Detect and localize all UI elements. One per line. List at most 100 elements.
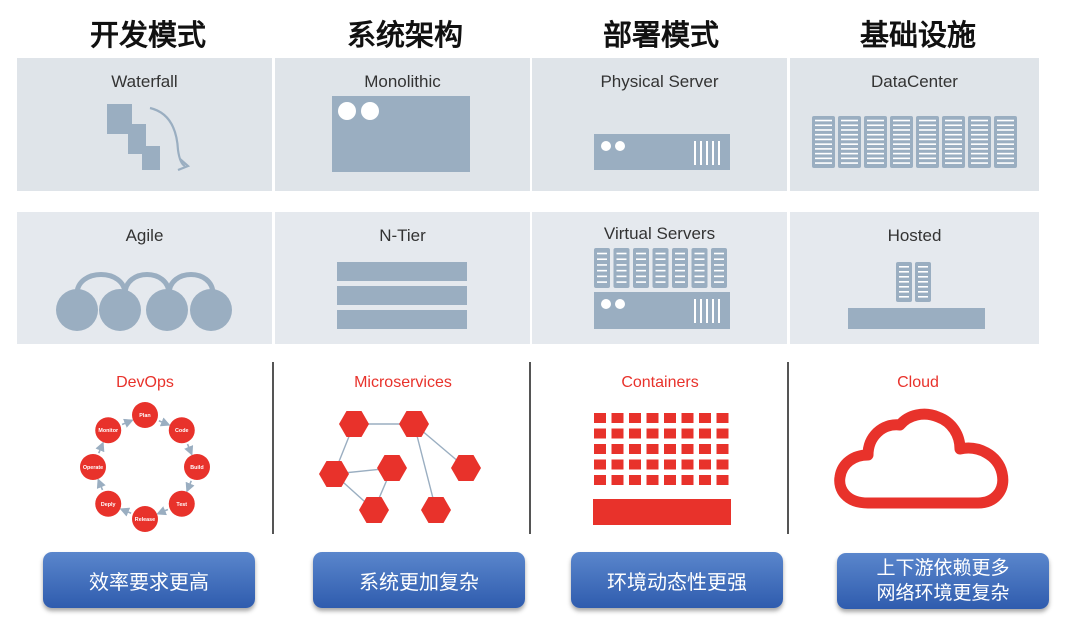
summary-button-efficiency[interactable]: 效率要求更高 (43, 552, 255, 608)
cycle-step-label: Operate (83, 465, 103, 471)
summary-line: 环境动态性更强 (607, 569, 747, 594)
container-block (629, 459, 641, 470)
summary-line: 系统更加复杂 (359, 569, 479, 594)
container-block (594, 413, 606, 423)
header-infrastructure: 基础设施 (859, 18, 976, 52)
cycle-arrow (121, 418, 134, 428)
rack-unit (812, 116, 835, 168)
container-block (646, 428, 659, 439)
header-system-architecture: 系统架构 (346, 18, 463, 52)
cycle-arrow (184, 443, 194, 456)
layered-tiers-icon (337, 262, 467, 329)
cycle-arrow (156, 506, 169, 516)
container-grid-icon (593, 413, 731, 525)
container-block (646, 459, 659, 470)
rack-unit (864, 116, 887, 168)
summary-line: 效率要求更高 (89, 569, 209, 594)
cycle-node (95, 417, 122, 444)
container-block (681, 444, 694, 454)
cloud-outline-icon (834, 408, 1009, 509)
container-block (629, 428, 641, 439)
label-agile: Agile (125, 226, 164, 245)
container-block (664, 459, 676, 470)
cycle-step-label: Plan (139, 413, 150, 419)
summary-button-dependencies[interactable]: 上下游依赖更多 网络环境更复杂 (837, 553, 1049, 609)
rack-unit (711, 248, 727, 288)
header-development-model: 开发模式 (89, 18, 206, 52)
rack-unit (838, 116, 861, 168)
container-block (716, 459, 729, 470)
container-block (611, 475, 624, 485)
container-block (594, 459, 606, 470)
label-cloud: Cloud (897, 374, 939, 391)
container-block (611, 444, 624, 454)
container-block (664, 444, 676, 454)
cycle-node (80, 454, 106, 480)
label-monolithic: Monolithic (364, 72, 441, 91)
cycle-step-label: Deply (101, 502, 116, 508)
label-devops: DevOps (116, 374, 174, 391)
cycle-arrow (158, 417, 171, 427)
summary-button-dynamics[interactable]: 环境动态性更强 (571, 552, 783, 608)
rack-unit (652, 248, 669, 288)
container-block (611, 428, 624, 439)
container-block (611, 459, 624, 470)
container-block (699, 428, 711, 439)
label-microservices: Microservices (354, 374, 452, 391)
summary-button-complexity[interactable]: 系统更加复杂 (313, 552, 525, 608)
container-block (716, 413, 729, 423)
container-block (699, 475, 711, 485)
cycle-node (132, 402, 158, 428)
cycle-arrow (185, 480, 195, 493)
rack-unit (890, 116, 913, 168)
header-deployment-model: 部署模式 (602, 18, 719, 52)
rack-unit (942, 116, 965, 168)
summary-line-1: 上下游依赖更多 (876, 557, 1010, 579)
container-block (699, 413, 711, 423)
datacenter-racks-icon (812, 116, 1017, 168)
agile-loops-icon (56, 272, 232, 331)
panel-monolithic: Monolithic (275, 58, 530, 191)
rack-unit (633, 248, 649, 288)
container-block (681, 413, 694, 423)
cycle-node (184, 454, 210, 480)
devops-cycle-icon: PlanCodeBuildTestReleaseDeplyOperateMoni… (80, 402, 210, 532)
rack-unit (672, 248, 688, 288)
virtual-servers-icon (594, 248, 730, 329)
label-physical-server: Physical Server (600, 72, 719, 91)
container-block (629, 413, 641, 423)
container-block (646, 444, 659, 454)
label-datacenter: DataCenter (871, 72, 958, 91)
container-block (681, 475, 694, 485)
server-rack-icon (594, 134, 730, 170)
monolith-box-icon (332, 96, 470, 172)
container-block (594, 444, 606, 454)
rack-unit (594, 248, 610, 288)
cycle-node (132, 506, 158, 532)
service-hexagon (377, 455, 407, 481)
container-block (699, 459, 711, 470)
cycle-arrow (95, 441, 105, 454)
cycle-step-label: Test (176, 502, 187, 508)
label-virtual-servers: Virtual Servers (603, 224, 716, 243)
cycle-node (168, 417, 195, 444)
service-link (413, 423, 437, 511)
service-hexagon (451, 455, 481, 481)
container-block (681, 428, 694, 439)
container-block (716, 444, 729, 454)
hosted-server-icon (848, 262, 985, 329)
panel-datacenter: DataCenter (790, 58, 1039, 191)
rack-unit (896, 262, 912, 302)
container-block (646, 475, 659, 485)
cycle-arrow (96, 478, 106, 491)
container-block (629, 475, 641, 485)
panel-agile: Agile (17, 212, 272, 344)
panel-virtual-servers: Virtual Servers (532, 212, 787, 344)
rack-unit (968, 116, 991, 168)
container-block (664, 428, 676, 439)
container-block (664, 475, 676, 485)
column-divider-2 (529, 362, 531, 534)
container-block (629, 444, 641, 454)
label-ntier: N-Tier (379, 226, 426, 245)
panel-waterfall: Waterfall (17, 58, 272, 191)
